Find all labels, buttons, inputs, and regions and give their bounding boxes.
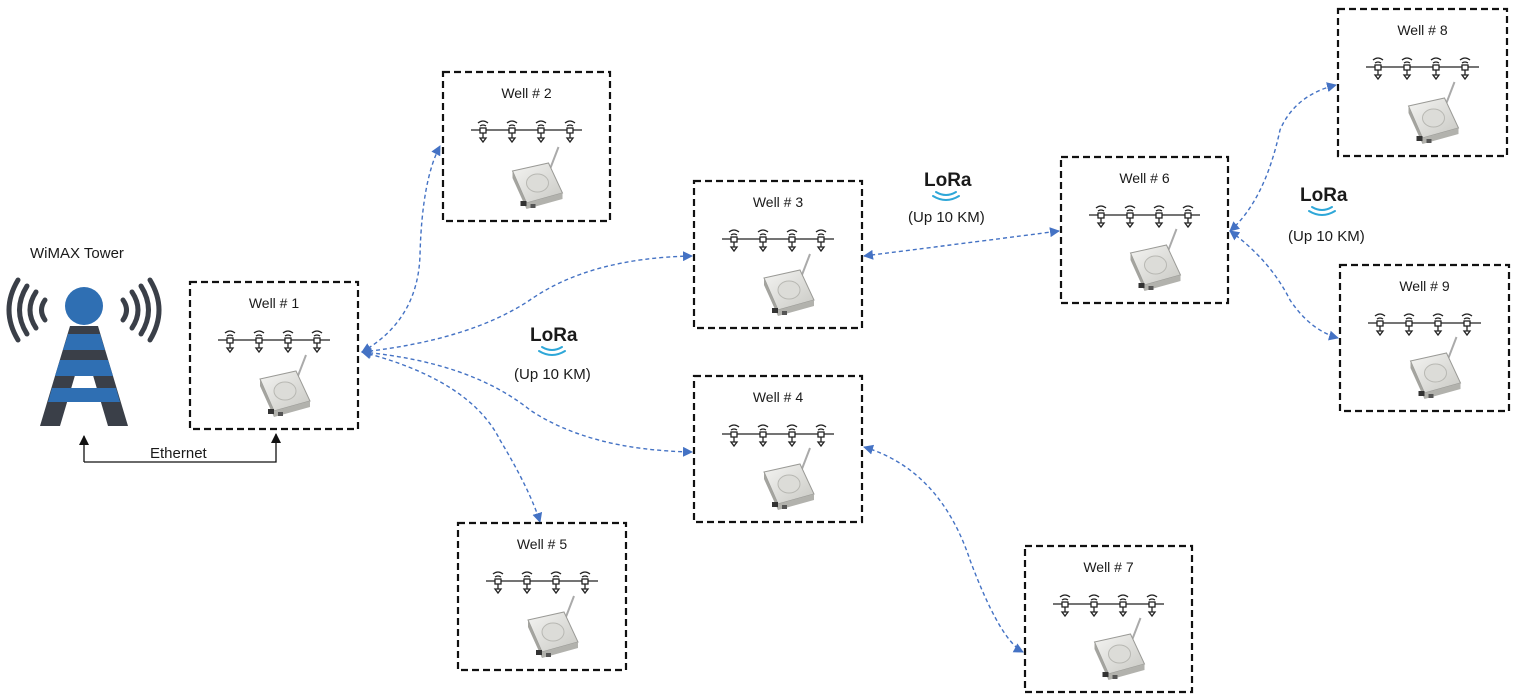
- sensor-icon: [1372, 57, 1384, 81]
- lora-label-right: LoRa (Up 10 KM): [1288, 185, 1365, 245]
- sensor-icon: [1153, 205, 1165, 229]
- lora-links: [361, 82, 1339, 653]
- well-title: Well # 8: [1397, 22, 1448, 38]
- sensor-icon: [1182, 205, 1194, 229]
- lora-logo-icon: [932, 191, 960, 201]
- well-4: Well # 4: [692, 374, 864, 524]
- lora-logo-text: LoRa: [530, 325, 578, 346]
- ethernet-connection: Ethernet: [79, 433, 281, 463]
- wimax-tower-icon: [6, 277, 162, 426]
- lora-range-label: (Up 10 KM): [908, 209, 985, 226]
- well-6: Well # 6: [1059, 155, 1230, 305]
- lora-gateway-icon: [763, 447, 815, 510]
- well-title: Well # 2: [501, 85, 552, 101]
- sensor-icon: [1432, 313, 1444, 337]
- sensor-icon: [564, 120, 576, 144]
- lora-label-middle: LoRa (Up 10 KM): [908, 170, 985, 226]
- sensor-icon: [1459, 57, 1471, 81]
- lora-logo-icon: [1308, 206, 1336, 216]
- sensor-icon: [1430, 57, 1442, 81]
- sensor-icon: [786, 229, 798, 253]
- lora-label-left: LoRa (Up 10 KM): [514, 325, 591, 383]
- sensor-icon: [1461, 313, 1473, 337]
- sensor-icon: [1401, 57, 1413, 81]
- well-title: Well # 1: [249, 295, 300, 311]
- sensor-icon: [815, 424, 827, 448]
- well-title: Well # 3: [753, 194, 804, 210]
- sensor-icon: [506, 120, 518, 144]
- sensor-icon: [521, 571, 533, 595]
- sensor-icon: [815, 229, 827, 253]
- lora-gateway-icon: [1407, 81, 1460, 144]
- wells: Well # 1 Well # 2 Well # 3 Well # 4 Well # 5…: [188, 7, 1511, 694]
- sensor-icon: [1374, 313, 1386, 337]
- sensor-icon: [1095, 205, 1107, 229]
- wimax-tower: WiMAX Tower: [6, 245, 162, 426]
- sensor-icon: [786, 424, 798, 448]
- lora-gateway-icon: [1409, 336, 1462, 399]
- well-title: Well # 5: [517, 536, 568, 552]
- well-title: Well # 4: [753, 389, 804, 405]
- lora-link: [361, 251, 693, 356]
- lora-range-label: (Up 10 KM): [1288, 228, 1365, 245]
- lora-link: [1229, 230, 1339, 341]
- sensor-icon: [311, 330, 323, 354]
- tower-label: WiMAX Tower: [30, 245, 124, 262]
- lora-link: [863, 227, 1060, 260]
- lora-logo-text: LoRa: [924, 170, 972, 191]
- well-title: Well # 9: [1399, 278, 1450, 294]
- ethernet-label: Ethernet: [150, 445, 208, 462]
- sensor-icon: [1117, 594, 1129, 618]
- lora-gateway-icon: [259, 354, 311, 417]
- lora-range-label: (Up 10 KM): [514, 366, 591, 383]
- lora-link: [1229, 82, 1337, 232]
- sensor-icon: [728, 424, 740, 448]
- lora-logo-icon: [538, 346, 566, 356]
- sensor-icon: [282, 330, 294, 354]
- well-title: Well # 7: [1083, 559, 1134, 575]
- lora-gateway-icon: [527, 595, 579, 658]
- sensor-icon: [757, 229, 769, 253]
- well-5: Well # 5: [456, 521, 628, 672]
- sensor-icon: [1088, 594, 1100, 618]
- well-3: Well # 3: [692, 179, 864, 330]
- lora-link: [863, 444, 1024, 653]
- well-2: Well # 2: [441, 70, 612, 223]
- lora-gateway-icon: [511, 146, 564, 209]
- sensor-icon: [477, 120, 489, 144]
- sensor-icon: [1124, 205, 1136, 229]
- well-8: Well # 8: [1336, 7, 1509, 158]
- sensor-icon: [757, 424, 769, 448]
- well-9: Well # 9: [1338, 263, 1511, 413]
- sensor-icon: [492, 571, 504, 595]
- lora-logo-text: LoRa: [1300, 185, 1348, 206]
- sensor-icon: [728, 229, 740, 253]
- lora-gateway-icon: [1093, 617, 1146, 680]
- lora-gateway-icon: [1129, 228, 1182, 291]
- well-7: Well # 7: [1023, 544, 1194, 694]
- sensor-icon: [1146, 594, 1158, 618]
- lora-link: [361, 347, 693, 457]
- sensor-icon: [550, 571, 562, 595]
- sensor-icon: [1059, 594, 1071, 618]
- lora-link: [361, 349, 543, 523]
- sensor-icon: [1403, 313, 1415, 337]
- sensor-icon: [253, 330, 265, 354]
- sensor-icon: [224, 330, 236, 354]
- well-title: Well # 6: [1119, 170, 1170, 186]
- lora-link: [361, 145, 441, 353]
- lora-gateway-icon: [763, 253, 815, 316]
- well-1: Well # 1: [188, 280, 360, 431]
- sensor-icon: [535, 120, 547, 144]
- sensor-icon: [579, 571, 591, 595]
